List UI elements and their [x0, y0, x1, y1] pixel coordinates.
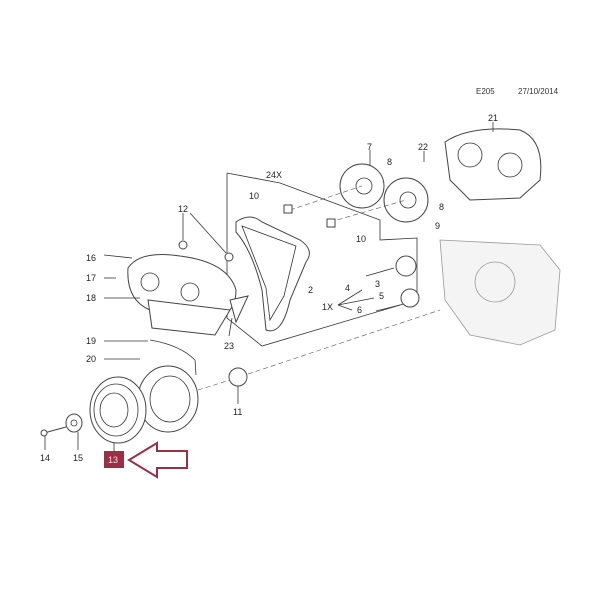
callout-19[interactable]: 19: [86, 336, 96, 346]
callout-11[interactable]: 11: [233, 407, 242, 417]
lower-cover-section: [147, 299, 231, 336]
washer-15: [65, 413, 83, 433]
callout-2[interactable]: 2: [308, 285, 313, 295]
callout-12[interactable]: 12: [178, 204, 188, 214]
diagram-date: 27/10/2014: [518, 87, 559, 96]
belt-kit-frame: [226, 172, 418, 347]
bolt-10-upper: [283, 204, 293, 214]
callout-13[interactable]: 13: [108, 455, 118, 465]
callout-10-upper[interactable]: 10: [249, 191, 259, 201]
idler-pulley: [400, 288, 420, 308]
callout-6[interactable]: 6: [357, 305, 362, 315]
timing-belt: [235, 216, 310, 332]
callout-1x[interactable]: 1X: [322, 302, 333, 312]
callout-15[interactable]: 15: [73, 453, 83, 463]
tensioner-pulley: [395, 255, 417, 277]
timing-belt-inner: [241, 225, 297, 322]
callout-10-lower[interactable]: 10: [356, 234, 366, 244]
grommet-12b: [224, 252, 234, 262]
callout-3[interactable]: 3: [375, 279, 380, 289]
callout-16[interactable]: 16: [86, 253, 96, 263]
highlight-box-13: [104, 451, 124, 468]
grommet-12a: [178, 240, 188, 250]
callout-18[interactable]: 18: [86, 293, 96, 303]
diagram-code: E205: [476, 87, 495, 96]
callout-5[interactable]: 5: [379, 291, 384, 301]
callout-4[interactable]: 4: [345, 283, 350, 293]
callout-14[interactable]: 14: [40, 453, 50, 463]
crankshaft-pulley-13: [89, 376, 147, 444]
bracket-23: [229, 295, 249, 324]
highlight-arrow-icon: [127, 441, 188, 479]
bolt-10-lower: [326, 218, 336, 228]
callout-23[interactable]: 23: [224, 341, 234, 351]
callout-8-upper[interactable]: 8: [387, 157, 392, 167]
callout-9[interactable]: 9: [435, 221, 440, 231]
callout-22[interactable]: 22: [418, 142, 428, 152]
callout-17[interactable]: 17: [86, 273, 96, 283]
bolt-14: [43, 426, 67, 434]
callout-8-lower[interactable]: 8: [439, 202, 444, 212]
callout-24x[interactable]: 24X: [266, 170, 282, 180]
callout-20[interactable]: 20: [86, 354, 96, 364]
rear-cover: [444, 128, 542, 201]
camshaft-gear-lower: [383, 177, 429, 223]
callout-7[interactable]: 7: [367, 142, 372, 152]
callout-21[interactable]: 21: [488, 113, 498, 123]
crankshaft-sprocket: [228, 367, 248, 387]
